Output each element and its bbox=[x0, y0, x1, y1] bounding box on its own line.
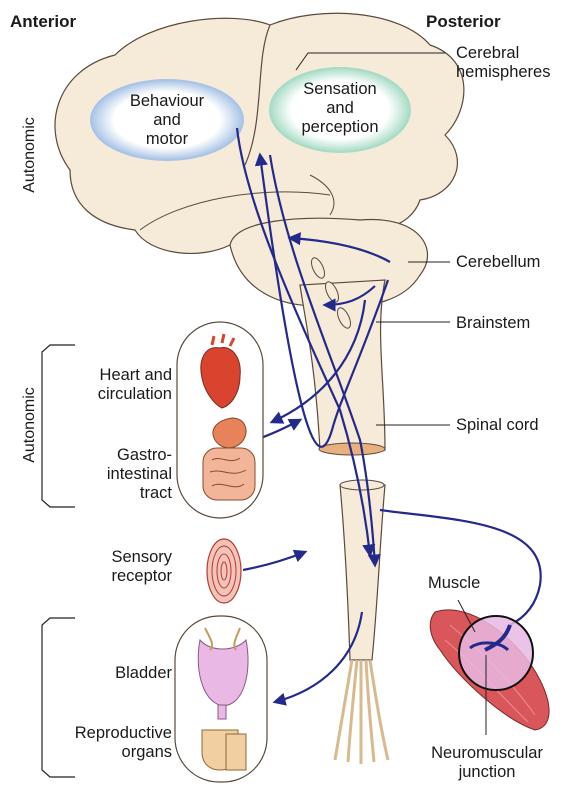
sensory-receptor-icon bbox=[207, 539, 241, 603]
nmj-line-1: Neuromuscular bbox=[412, 744, 562, 763]
cerebral-hemispheres-label: Cerebral hemispheres bbox=[456, 44, 550, 82]
gi-line-3: tract bbox=[60, 484, 172, 503]
gi-line-2: intestinal bbox=[60, 465, 172, 484]
reproductive-organs-icon bbox=[202, 730, 246, 770]
neuromuscular-junction-label: Neuromuscular junction bbox=[412, 744, 562, 782]
spinal-cord-label: Spinal cord bbox=[456, 416, 539, 435]
sensation-perception-label: Sensation and perception bbox=[280, 80, 400, 137]
muscle-label: Muscle bbox=[428, 574, 480, 593]
behaviour-motor-label: Behaviour and motor bbox=[104, 92, 230, 149]
bladder-label: Bladder bbox=[60, 664, 172, 683]
neuromuscular-junction-circle bbox=[459, 616, 533, 690]
behaviour-line-2: and bbox=[104, 111, 230, 130]
cerebral-line-1: Cerebral bbox=[456, 44, 550, 63]
sensory-receptor-label: Sensory receptor bbox=[60, 548, 172, 586]
heart-line-1: Heart and bbox=[60, 366, 172, 385]
sensory-line-1: Sensory bbox=[60, 548, 172, 567]
behaviour-line-3: motor bbox=[104, 130, 230, 149]
sensation-line-1: Sensation bbox=[280, 80, 400, 99]
autonomic-top-label: Autonomic bbox=[21, 110, 39, 200]
behaviour-line-1: Behaviour bbox=[104, 92, 230, 111]
spinal-cord-lower-shape bbox=[340, 485, 385, 660]
cerebellum-label: Cerebellum bbox=[456, 253, 540, 272]
spinal-cord-cut-bottom bbox=[340, 480, 384, 490]
heart-line-2: circulation bbox=[60, 385, 172, 404]
cerebral-line-2: hemispheres bbox=[456, 63, 550, 82]
sensation-line-2: and bbox=[280, 99, 400, 118]
gi-line-1: Gastro- bbox=[60, 446, 172, 465]
reproductive-organs-label: Reproductive organs bbox=[40, 724, 172, 762]
posterior-label: Posterior bbox=[426, 12, 501, 31]
sensation-line-3: perception bbox=[280, 118, 400, 137]
sensory-line-2: receptor bbox=[60, 567, 172, 586]
gastrointestinal-label: Gastro- intestinal tract bbox=[60, 446, 172, 503]
anterior-label: Anterior bbox=[10, 12, 76, 31]
repro-line-1: Reproductive bbox=[40, 724, 172, 743]
autonomic-middle-label: Autonomic bbox=[21, 380, 39, 470]
heart-circulation-label: Heart and circulation bbox=[60, 366, 172, 404]
cauda-equina bbox=[335, 660, 388, 764]
brainstem-label: Brainstem bbox=[456, 314, 530, 333]
nmj-line-2: junction bbox=[412, 763, 562, 782]
repro-line-2: organs bbox=[40, 743, 172, 762]
